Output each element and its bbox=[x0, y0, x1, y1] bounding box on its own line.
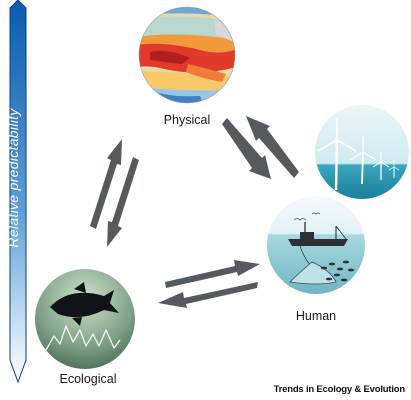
fishing-vessel-icon bbox=[267, 196, 365, 294]
physical-globe-icon bbox=[138, 6, 236, 104]
arrow-ecological-to-human bbox=[165, 260, 260, 288]
human-label: Human bbox=[295, 309, 337, 323]
arrow-human-to-physical bbox=[246, 116, 299, 178]
arrow-physical-to-human bbox=[222, 118, 271, 179]
predictability-axis bbox=[9, 0, 27, 384]
tuna-fish-icon bbox=[35, 269, 135, 369]
arrow-physical-to-ecological bbox=[107, 157, 139, 247]
arrow-ecological-to-physical bbox=[90, 139, 122, 229]
arrow-human-to-ecological bbox=[158, 282, 258, 308]
ecological-label: Ecological bbox=[59, 372, 117, 386]
journal-credit: Trends in Ecology & Evolution bbox=[273, 384, 406, 395]
wind-farm-icon bbox=[315, 105, 409, 199]
physical-label: Physical bbox=[163, 113, 211, 127]
predictability-axis-label: Relative predictability bbox=[5, 108, 21, 248]
